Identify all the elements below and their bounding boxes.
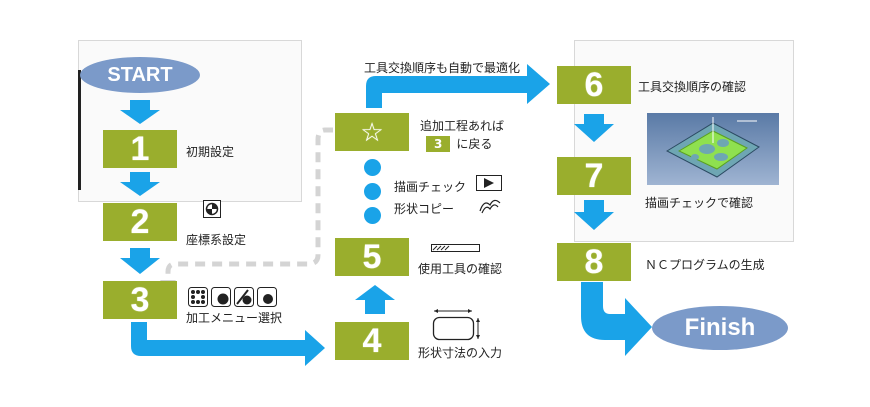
background-window-edge: [78, 70, 81, 190]
step-1: 1: [103, 130, 177, 168]
label-step-2: 座標系設定: [186, 233, 247, 247]
start-label: START: [107, 63, 173, 86]
step-5: 5: [335, 238, 409, 276]
label-step-4: 形状寸法の入力: [418, 346, 503, 360]
play-icon: [476, 175, 502, 191]
arrow-6-to-7: [574, 114, 614, 142]
arrow-4-to-5: [355, 285, 395, 314]
label-copy-shape: 形状コピー: [394, 202, 455, 216]
arrow-8-to-finish: [581, 282, 652, 356]
pocket-icon: [211, 287, 231, 307]
ellipsis-dot: [364, 207, 381, 224]
step-2: 2: [103, 203, 177, 241]
label-step-1: 初期設定: [186, 145, 235, 159]
copy-shape-icon: [479, 199, 501, 214]
label-step-7: 描画チェックで確認: [645, 196, 754, 210]
finish-label: Finish: [684, 314, 756, 341]
face-mill-icon: [257, 287, 277, 307]
arrow-7-to-8: [574, 200, 614, 230]
label-step-8: ＮＣプログラムの生成: [645, 258, 765, 272]
finish-node: Finish: [652, 306, 788, 350]
label-star-line2-wrap: 3 に戻る: [426, 135, 492, 152]
step-8: 8: [557, 243, 631, 281]
arrow-1-to-2: [120, 172, 160, 196]
drill-pattern-icon: [188, 287, 208, 307]
preview-graphic: [665, 117, 760, 178]
label-star-line1: 追加工程あれば: [420, 119, 505, 133]
ellipsis-dot: [364, 183, 381, 200]
target-icon: [203, 200, 221, 218]
step-7: 7: [557, 157, 631, 195]
machining-preview-image: [647, 113, 779, 185]
dimension-icon: [432, 309, 480, 341]
return-step-badge: 3: [426, 136, 451, 152]
arrow-star-to-6: [366, 64, 550, 108]
step-star: ☆: [335, 113, 409, 151]
arrow-2-to-3: [120, 248, 160, 274]
label-star-line2: に戻る: [456, 137, 493, 151]
step-4: 4: [335, 322, 409, 360]
start-node: START: [80, 57, 200, 93]
label-step-3: 加工メニュー選択: [186, 311, 283, 325]
contour-icon: [234, 287, 254, 307]
arrow-start-to-1: [120, 100, 160, 124]
ellipsis-dot: [364, 159, 381, 176]
loop-back-line: [165, 127, 333, 282]
step-3: 3: [103, 281, 177, 319]
label-auto-tool-order: 工具交換順序も自動で最適化: [364, 61, 521, 75]
label-step-5: 使用工具の確認: [418, 262, 503, 276]
label-check-drawing: 描画チェック: [394, 180, 467, 194]
arrow-3-to-4: [131, 322, 325, 366]
step-6: 6: [557, 66, 631, 104]
tool-icon: [431, 244, 480, 252]
label-step-6: 工具交換順序の確認: [638, 80, 747, 94]
